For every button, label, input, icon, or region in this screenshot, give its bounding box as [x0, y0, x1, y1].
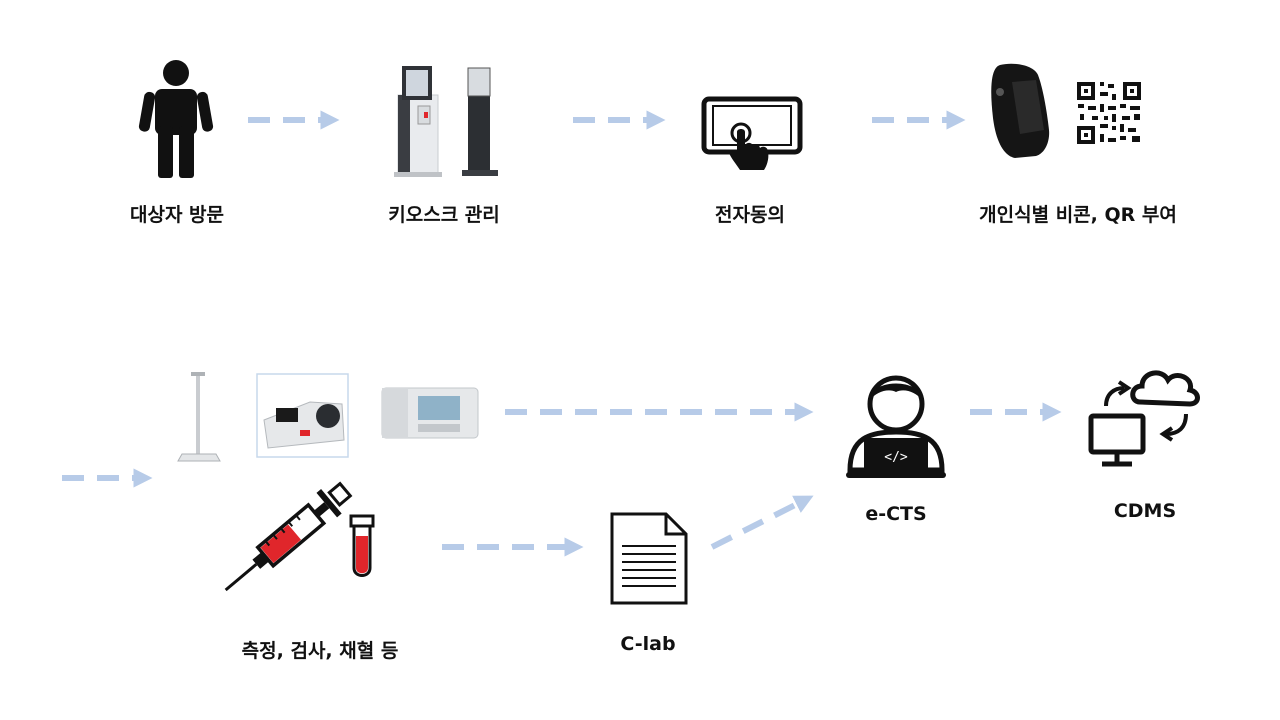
ecg-monitor-icon [381, 387, 479, 439]
label-measure: 측정, 검사, 채혈 등 [241, 640, 399, 662]
document-icon [610, 512, 688, 605]
medical-devices-icon [177, 372, 479, 462]
syringe-icon [224, 481, 353, 592]
wristband-qr-icon [991, 63, 1142, 159]
developer-laptop-icon: </> [846, 375, 946, 478]
label-ects: e-CTS [865, 503, 927, 525]
svg-text:</>: </> [884, 450, 908, 465]
flow-arrows [62, 110, 1062, 557]
label-consent: 전자동의 [715, 204, 785, 226]
touchscreen-icon [701, 96, 803, 170]
label-beacon: 개인식별 비콘, QR 부여 [979, 204, 1177, 226]
qr-code-icon [1076, 81, 1142, 145]
height-scale-icon [177, 372, 221, 462]
label-kiosk: 키오스크 관리 [388, 204, 500, 226]
analyzer-device-icon [256, 373, 349, 458]
kiosk-icon [394, 66, 498, 177]
arrow-clab-to-ects [710, 495, 814, 550]
cloud-sync-monitor-icon [1088, 370, 1200, 467]
person-icon [138, 60, 214, 178]
label-clab: C-lab [620, 633, 676, 655]
label-cdms: CDMS [1113, 500, 1177, 522]
blood-tube-icon [349, 514, 375, 577]
label-visit: 대상자 방문 [129, 204, 225, 226]
